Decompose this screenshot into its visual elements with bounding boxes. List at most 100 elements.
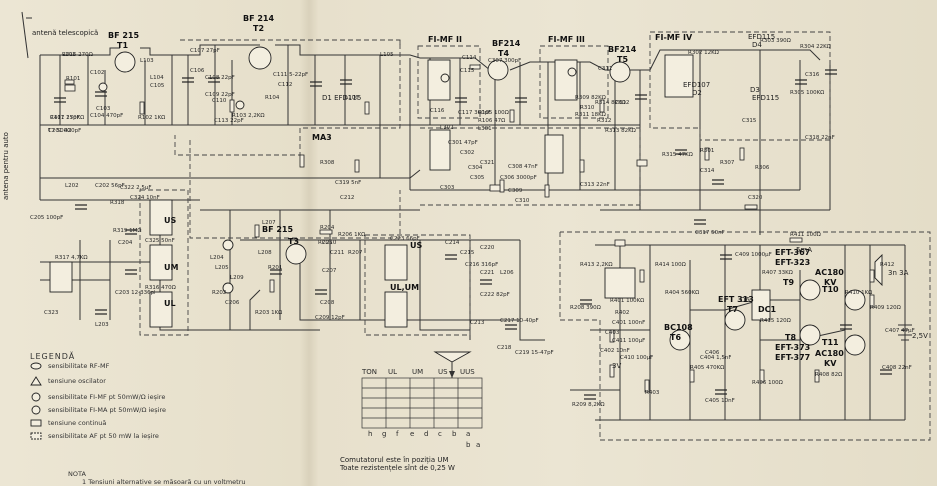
component-value: C410 100μF [620,355,654,361]
legend-item: tensiune continuă [48,419,107,427]
component-value: R209 8,2KΩ [572,402,605,408]
component-value: C219 15-47pF [515,350,554,356]
component-value: C111 5-22pF [273,72,309,78]
component-value: C107 27pF [190,48,220,54]
component-value: R311 18KΩ [575,112,606,118]
component-value: C401 100nF [612,320,646,326]
svg-text:UM: UM [164,263,178,272]
component-value: C117 360pF [458,110,492,116]
legend-item: sensibilitate FI-MA pt 50mW/Ω ieșire [48,406,167,414]
component-value: C312 [615,100,630,106]
component-value: R105 100Ω [478,110,509,116]
svg-text:EFT-323: EFT-323 [775,258,810,267]
component-value: C102 [90,70,105,76]
svg-text:T7: T7 [727,305,738,314]
transistor-t11 [844,334,866,356]
component-value: R414 100Ω [655,262,686,268]
component-value: C204 [118,240,133,246]
component-value: C317 50nF [695,230,725,236]
component-value: R303 390Ω [760,38,791,44]
component-value: C307 300pF [488,58,522,64]
component-value: C201 470pF [48,128,82,134]
telescopic-antenna [21,11,29,59]
legend-item: tensiune oscilator [48,377,106,385]
svg-text:Toate rezistențele sînt de 0,2: Toate rezistențele sînt de 0,25 W [339,464,455,473]
component-value: R415 120Ω [760,318,791,324]
switch-col: UM [412,368,424,376]
component-value: C108 22pF [205,75,235,81]
rf-wiring [40,44,906,421]
component-value: C214 [445,240,460,246]
legend-item: sensibilitate AF pt 50 mW la ieșire [48,432,159,440]
component-value: R101 [66,76,81,82]
component-value: C218 [497,345,512,351]
component-value: C209 12pF [315,315,345,321]
component-value: C323 [44,310,59,316]
component-value: L104 [150,75,164,81]
svg-text:BC108: BC108 [664,323,693,332]
component-value: L207 [262,220,276,226]
note-title: NOTA [68,470,86,478]
transistor-t5 [609,61,631,83]
coil-um [149,244,173,281]
component-value: T7 500Ω [48,128,72,134]
svg-text:FI-MF II: FI-MF II [428,35,462,44]
component-value: R306 [755,165,770,171]
component-value: C403 [605,330,620,336]
osc-coil-us [384,244,408,281]
component-value: R203 1KΩ [255,310,283,316]
component-value: C212 [340,195,355,201]
component-value: C319 5nF [335,180,362,186]
component-value: R314 82KΩ [595,100,626,106]
legend-circle-icon [31,392,41,402]
component-value: R411 100Ω [790,232,821,238]
svg-text:T5: T5 [617,55,628,64]
component-value: C404 1,5nF [700,355,732,361]
svg-text:US: US [410,241,422,250]
svg-text:3V: 3V [612,362,621,370]
component-value: C315 [742,118,757,124]
oscillator-marker [433,351,472,363]
component-value: R318 [110,200,125,206]
component-value: L204 [210,255,224,261]
component-value: C103 [96,106,111,112]
transistor-t6 [669,329,691,351]
component-value: C104 470pF [90,113,124,119]
component-value: R309 82KΩ [575,95,606,101]
svg-text:T11: T11 [822,338,839,347]
transistor-t4 [487,59,509,81]
svg-text:T10: T10 [822,285,839,294]
component-value: C213 [470,320,485,326]
svg-text:T6: T6 [670,333,681,342]
component-value: C324 10nF [130,195,160,201]
component-value: C207 [322,268,337,274]
svg-text:BF214: BF214 [608,45,637,54]
component-value: R205 [318,240,333,246]
component-value: R408 82Ω [815,372,843,378]
component-value: C321 [480,160,495,166]
svg-text:AC180: AC180 [815,349,844,358]
component-value: L105 [380,52,394,58]
component-value: R317 4,7KΩ [55,255,88,261]
component-value: R204 [320,225,335,231]
transistor-t9 [799,279,821,301]
component-value: C203 12-336pF [115,290,155,296]
component-labels: antenă telescopică antena pentru auto BF… [2,14,928,473]
legend-circle2-icon [31,405,41,415]
component-value: C305 [470,175,485,181]
svg-text:KV: KV [824,278,837,287]
driver-transformer [751,289,771,321]
note-line: 1 Tensiuni alternative se măsoară cu un … [82,478,246,486]
component-value: C322 2,5μF [120,185,152,191]
svg-text:T1: T1 [117,41,128,50]
tuning-capacitor [49,261,73,293]
component-value: R413 2,2KΩ [580,262,613,268]
component-value: R302 12KΩ [688,50,719,56]
component-value: R316 470Ω [145,285,176,291]
transistor-t8 [799,324,821,346]
component-value: R307 [720,160,735,166]
if-transformer-mf3 [554,59,578,101]
legend-rect-icon [30,419,42,427]
svg-text:FI-MF III: FI-MF III [548,35,585,44]
svg-text:KV: KV [824,359,837,368]
